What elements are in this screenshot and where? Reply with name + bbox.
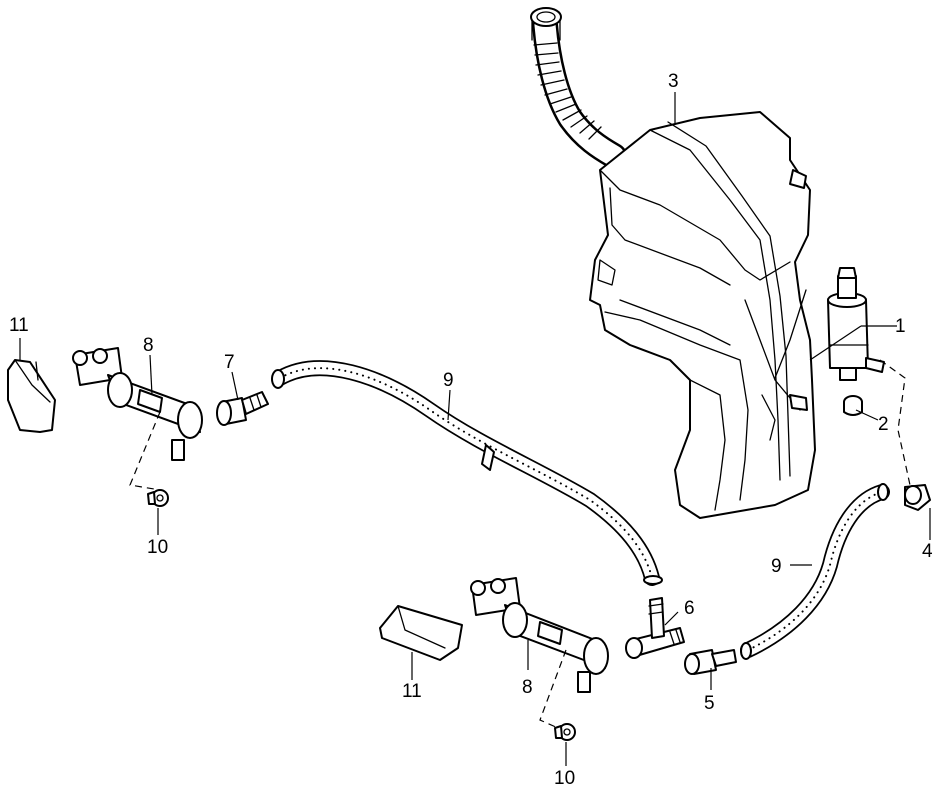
connector-4 <box>904 484 931 511</box>
callout-9-left: 9 <box>443 370 454 391</box>
washer-nozzle-8-right <box>470 577 609 693</box>
connector-7 <box>216 391 269 426</box>
cover-11-right <box>379 605 463 661</box>
callout-6: 6 <box>684 598 695 619</box>
filler-neck <box>530 7 627 169</box>
callout-11-left: 11 <box>9 315 29 336</box>
callout-10-right: 10 <box>554 768 575 789</box>
callout-11-right: 11 <box>402 681 422 702</box>
hose-9-right <box>740 483 890 660</box>
screw-10-right <box>554 723 576 741</box>
connector-5 <box>684 649 737 675</box>
callout-5: 5 <box>704 693 715 714</box>
screw-10-left <box>147 489 169 507</box>
callout-10-left: 10 <box>147 537 168 558</box>
hose-9-left <box>271 360 663 586</box>
washer-pump <box>827 267 885 381</box>
callout-8-right: 8 <box>522 677 533 698</box>
t-piece-6 <box>625 597 685 659</box>
callout-7: 7 <box>224 352 235 373</box>
pump-grommet <box>843 395 863 416</box>
washer-nozzle-8-left <box>72 347 203 461</box>
callout-1: 1 <box>895 316 906 337</box>
callout-9-right: 9 <box>771 556 782 577</box>
callout-4: 4 <box>922 541 933 562</box>
cover-11-left <box>7 359 56 433</box>
callout-8-left: 8 <box>143 335 154 356</box>
leader-lines <box>19 92 931 766</box>
washer-reservoir <box>589 111 816 519</box>
callout-2: 2 <box>878 414 889 435</box>
callout-3: 3 <box>668 71 679 92</box>
